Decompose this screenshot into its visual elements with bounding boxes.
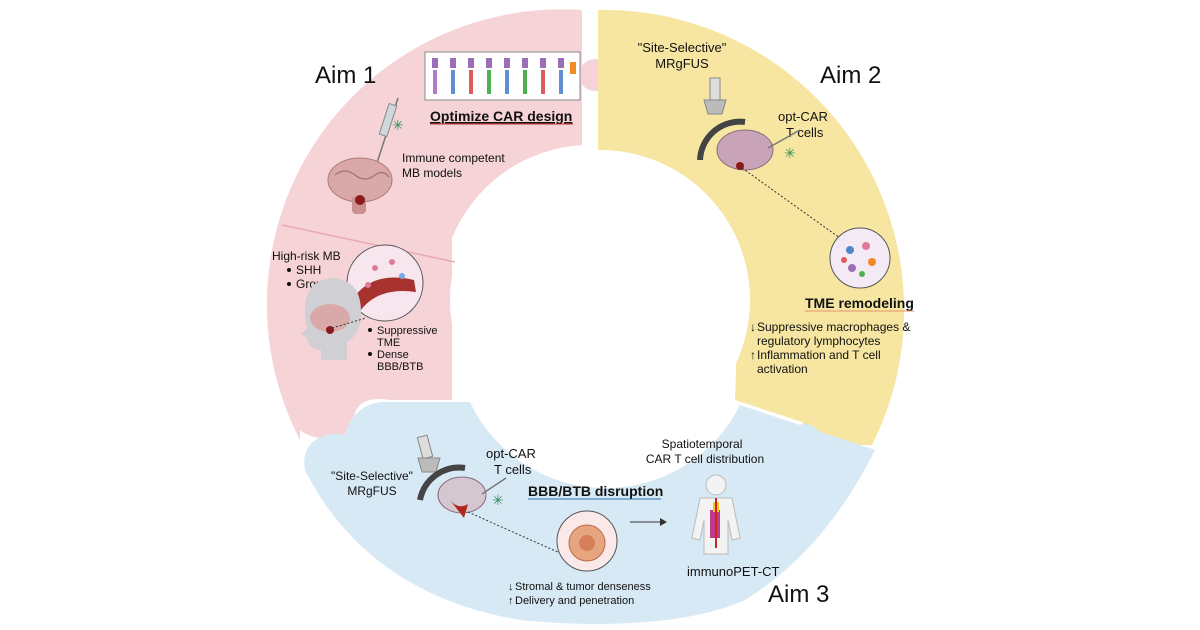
child-head-icon — [301, 278, 361, 360]
aim2-site-line1: "Site-Selective" — [638, 40, 727, 55]
aim2-title: Aim 2 — [820, 62, 881, 89]
spatiotemporal-line2: CAR T cell distribution — [646, 452, 764, 466]
svg-text:✳: ✳ — [492, 493, 504, 509]
aim3-effect1: Stromal & tumor denseness — [515, 581, 651, 593]
tme-bullet-1b: TME — [377, 337, 400, 349]
aim2-dotted-connector — [741, 167, 841, 239]
aim2-arrow-down: ↓ — [750, 320, 756, 334]
tme-bullet-2b: BBB/BTB — [377, 361, 423, 373]
optimize-car-label: Optimize CAR design — [430, 108, 572, 124]
aim3-fus-brain-icon: ✳ — [417, 464, 507, 518]
immunopet-label: immunoPET-CT — [687, 564, 780, 579]
aim3-dotted-connector — [467, 511, 561, 554]
immune-competent-line1: Immune competent — [402, 151, 505, 165]
aim2-site-line2: MRgFUS — [655, 56, 709, 71]
aim3-arrow-up: ↑ — [508, 595, 514, 607]
aim2-effect1-line1: Suppressive macrophages & — [757, 320, 910, 334]
immune-competent-line2: MB models — [402, 166, 462, 180]
car-constructs — [432, 58, 576, 94]
svg-text:✳: ✳ — [784, 146, 796, 162]
highrisk-bullet-1: SHH — [296, 263, 321, 277]
ultrasound-probe-icon — [703, 77, 727, 115]
bbb-disruption-label: BBB/BTB disruption — [528, 483, 663, 499]
aim3-puzzle-tab — [789, 424, 821, 456]
aim3-arrowhead — [660, 518, 667, 526]
aim3-site-line2: MRgFUS — [347, 484, 396, 498]
aim2-optcar-line2: T cells — [786, 125, 824, 140]
aim2-fus-brain-icon: ✳ — [697, 118, 801, 171]
highrisk-bullet-dot-2 — [287, 282, 291, 286]
tme-remodeling-label: TME remodeling — [805, 295, 914, 311]
aim2-effect2-line1: Inflammation and T cell — [757, 348, 881, 362]
aim2-effect2-line2: activation — [757, 362, 808, 376]
tumor-disruption-illustration — [556, 510, 618, 572]
brain-icon — [327, 157, 393, 214]
tme-bullet-dot-2 — [368, 352, 372, 356]
aim3-arrow-down: ↓ — [508, 581, 514, 593]
tme-bullet-dot-1 — [368, 328, 372, 332]
aim1-title: Aim 1 — [315, 62, 376, 89]
car-design-panel — [424, 51, 581, 101]
aim2-body-fill — [735, 250, 890, 445]
svg-text:✳: ✳ — [392, 118, 404, 134]
aim3-optcar-line1: opt-CAR — [486, 446, 536, 461]
aim3-optcar-line2: T cells — [494, 462, 532, 477]
tme-bullet-2: Dense — [377, 349, 409, 361]
center-hole — [450, 150, 750, 450]
tme-cells-illustration — [829, 227, 891, 289]
highrisk-bullet-dot-1 — [287, 268, 291, 272]
highrisk-title: High-risk MB — [272, 249, 341, 263]
aim2-effect1-line2: regulatory lymphocytes — [757, 334, 880, 348]
tumor-vessel-illustration — [346, 244, 424, 322]
aim2-arrow-up: ↑ — [750, 348, 756, 362]
aim2-optcar-line1: opt-CAR — [778, 109, 828, 124]
tme-bullet-1: Suppressive — [377, 325, 438, 337]
spatiotemporal-line1: Spatiotemporal — [662, 437, 743, 451]
aim3-title: Aim 3 — [768, 581, 829, 608]
aim1-dotted-connector — [331, 317, 367, 329]
aim3-site-line1: "Site-Selective" — [331, 469, 413, 483]
human-body-icon — [691, 474, 741, 555]
aim3-ultrasound-probe-icon — [416, 434, 441, 473]
aim1-divider — [281, 224, 456, 263]
aim3-effect2: Delivery and penetration — [515, 595, 634, 607]
